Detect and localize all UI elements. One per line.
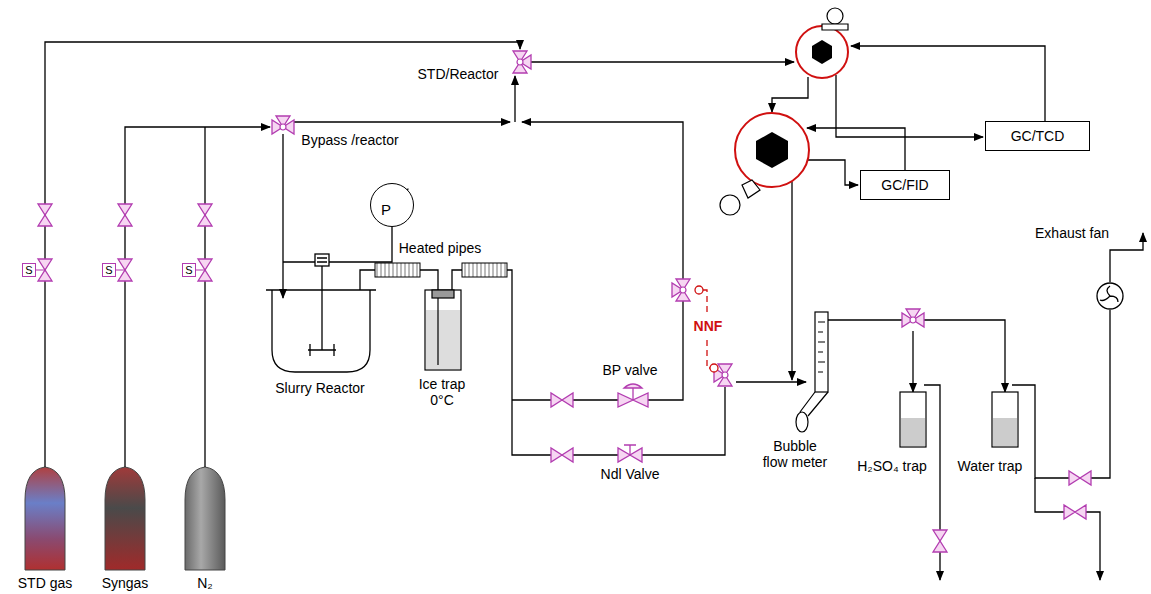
part-label: Exhaust fan xyxy=(1032,225,1112,241)
part-label: STD/Reactor xyxy=(408,66,508,82)
needle-valve xyxy=(618,445,642,462)
bp-valve xyxy=(618,384,648,407)
node-text: GC/TCD xyxy=(1011,128,1065,144)
part-label: Bypass /reactor xyxy=(295,132,405,148)
part-label: Water trap xyxy=(950,458,1030,474)
six-port-valves xyxy=(720,8,848,215)
part-label: Syngas xyxy=(90,575,160,591)
node-text: P xyxy=(381,201,391,218)
node-text: S xyxy=(185,265,192,276)
part-label: Ice trap 0°C xyxy=(412,376,472,408)
valves xyxy=(36,51,1091,552)
gc-detector-box: GC/FID xyxy=(860,170,950,200)
solenoid-marker: S xyxy=(22,263,36,277)
part-label: H₂SO₄ trap xyxy=(850,458,934,474)
solenoid-marker: S xyxy=(182,263,196,277)
part-label: Bubble flow meter xyxy=(760,438,830,470)
pressure-gauge: P xyxy=(370,183,414,227)
part-label: N₂ xyxy=(180,575,230,591)
part-label: STD gas xyxy=(10,575,80,591)
part-label: Slurry Reactor xyxy=(270,380,370,396)
node-text: GC/FID xyxy=(881,177,928,193)
solenoid-marker: S xyxy=(102,263,116,277)
exhaust-fan xyxy=(1097,283,1123,309)
part-label: Heated pipes xyxy=(385,240,495,256)
pipes xyxy=(45,42,1143,580)
node-text: S xyxy=(105,265,112,276)
node-text: S xyxy=(25,265,32,276)
part-label: BP valve xyxy=(590,362,670,378)
bubble-flow-meter xyxy=(796,312,828,432)
slurry-reactor xyxy=(266,254,376,372)
ice-trap xyxy=(425,290,461,370)
part-label: NNF xyxy=(690,318,726,334)
heated-pipes xyxy=(375,263,507,277)
gas-cylinders xyxy=(25,467,225,570)
gc-detector-box: GC/TCD xyxy=(985,121,1090,151)
liquid-traps xyxy=(900,392,1018,447)
part-label: Ndl Valve xyxy=(590,466,670,482)
